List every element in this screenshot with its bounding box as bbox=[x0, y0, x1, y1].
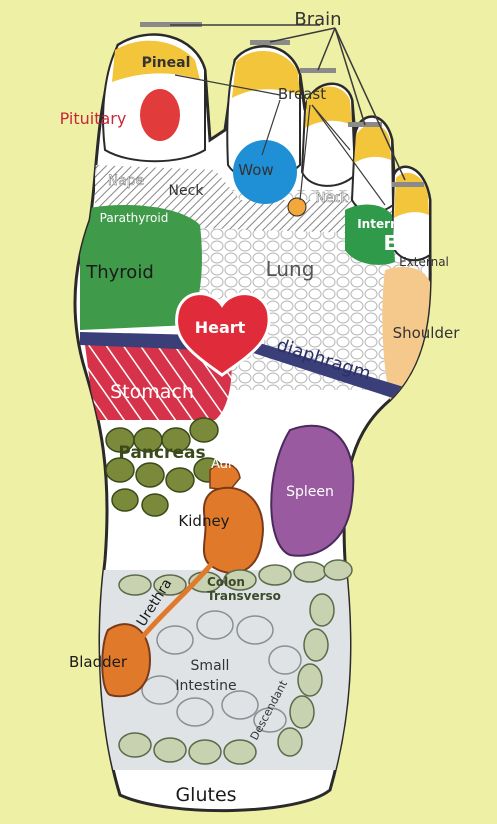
label-spleen: Spleen bbox=[286, 484, 334, 500]
label-external: External bbox=[399, 255, 449, 269]
label-bladder: Bladder bbox=[69, 653, 128, 671]
label-nape: Nape bbox=[108, 173, 145, 189]
label-transverso: Transverso bbox=[207, 589, 281, 603]
label-stomach: Stomach bbox=[110, 381, 194, 403]
label-breast: Breast bbox=[278, 85, 326, 103]
label-interno: Interno bbox=[357, 217, 407, 231]
wow-dot bbox=[233, 140, 297, 204]
label-pituitary: Pituitary bbox=[60, 109, 127, 128]
urethra-tube bbox=[138, 558, 217, 642]
label-glutes: Glutes bbox=[175, 784, 236, 806]
small-intestine bbox=[141, 610, 302, 733]
bar-toe-5 bbox=[392, 182, 424, 187]
label-adrenal: Adrenal bbox=[211, 457, 261, 472]
ear-region bbox=[345, 204, 395, 265]
colon-bottom bbox=[118, 732, 257, 765]
label-thyroid: Thyroid bbox=[85, 262, 154, 283]
stomach-region bbox=[85, 345, 232, 420]
brain-connector-lines bbox=[170, 24, 406, 181]
label-pancreas: Pancreas bbox=[118, 443, 205, 463]
label-kidney: Kidney bbox=[178, 512, 229, 530]
label-pineal: Pineal bbox=[142, 55, 191, 71]
label-shoulder: Shoulder bbox=[393, 324, 461, 342]
label-small: Small bbox=[191, 658, 230, 674]
label-parathyroid: Parathyroid bbox=[100, 211, 169, 225]
colon-descendant bbox=[277, 593, 335, 757]
pituitary-dot bbox=[140, 89, 180, 141]
bar-toe-3 bbox=[300, 68, 336, 73]
label-ear: Ear bbox=[383, 231, 420, 255]
label-brain: Brain bbox=[294, 9, 341, 30]
toe-4 bbox=[350, 115, 395, 213]
bar-toe-2 bbox=[250, 40, 290, 45]
label-wow: Wow bbox=[238, 161, 273, 179]
label-neck-right: Neck bbox=[316, 191, 349, 206]
label-neck-left: Neck bbox=[169, 183, 205, 199]
label-heart: Heart bbox=[195, 318, 246, 337]
label-lung: Lung bbox=[266, 257, 315, 281]
label-intestine: Intestine bbox=[175, 678, 236, 694]
heart-shape bbox=[175, 292, 271, 377]
kidney-shape bbox=[202, 486, 264, 574]
breast-connector-lines bbox=[174, 74, 386, 206]
thyroid-region bbox=[80, 205, 202, 330]
colon-transverso bbox=[118, 559, 353, 596]
small-orange-dot bbox=[287, 197, 307, 217]
spleen-shape bbox=[270, 424, 355, 557]
bladder-shape bbox=[101, 623, 152, 698]
label-colon: Colon bbox=[207, 575, 245, 589]
